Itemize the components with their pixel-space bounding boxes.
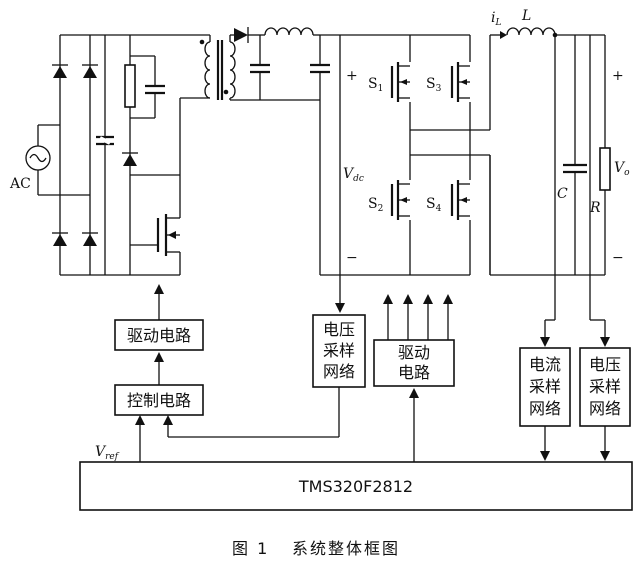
figure-caption: 图 1 系统整体框图 [232, 539, 400, 558]
output-lcr: iL L C R + Vo − [489, 8, 630, 320]
svg-text:驱动: 驱动 [398, 343, 430, 362]
snubber-and-switch [122, 55, 181, 275]
ac-label: AC [9, 176, 31, 192]
svg-text:控制电路: 控制电路 [127, 391, 191, 410]
drive-circuit-mid-block: 驱动 电路 [373, 339, 455, 387]
switch-s2: S2 [368, 180, 412, 220]
vref-label: Vref [95, 444, 120, 462]
vdc-label: Vdc [343, 166, 364, 184]
out-plus-label: + [612, 68, 624, 84]
dc-minus-label: − [346, 250, 358, 266]
ac-source-icon [25, 145, 51, 171]
arrow-up-icon [409, 388, 419, 398]
inductor-label: L [521, 8, 531, 24]
res-label: R [589, 200, 601, 216]
control-circuit-block: 控制电路 [114, 384, 204, 416]
arrow-down-icon [335, 303, 345, 313]
arrow-up-icon [154, 352, 164, 362]
arrow-down-icon [540, 451, 550, 461]
s4-label: S4 [426, 196, 442, 214]
switch-s3: S3 [426, 62, 472, 102]
output-filter [230, 27, 330, 101]
arrow-up-icon [135, 415, 145, 425]
dc-plus-label: + [346, 68, 358, 84]
vo-label: Vo [614, 160, 630, 178]
load-resistor [599, 147, 611, 191]
transformer [179, 35, 236, 175]
h-bridge: S1 S3 S2 [368, 35, 491, 275]
snubber-resistor [124, 64, 136, 108]
svg-text:驱动电路: 驱动电路 [127, 326, 191, 345]
drive-circuit-left-block: 驱动电路 [114, 319, 204, 351]
svg-text:电路: 电路 [398, 363, 430, 382]
dc-bus: + − Vdc [319, 34, 470, 303]
voltage-sampling-block-1: 电压 采样 网络 [312, 314, 366, 388]
switch-s1: S1 [368, 62, 412, 102]
arrow-down-icon [600, 451, 610, 461]
svg-text:采样: 采样 [529, 377, 561, 396]
dsp-block: TMS320F2812 [79, 461, 633, 511]
signal-lines: Vref [95, 284, 610, 462]
svg-text:采样: 采样 [589, 377, 621, 396]
switch-s4: S4 [426, 180, 472, 220]
svg-text:电压: 电压 [589, 355, 621, 374]
voltage-sampling-block-2: 电压 采样 网络 [579, 347, 631, 427]
figure-title: 系统整体框图 [292, 539, 400, 558]
s1-label: S1 [368, 76, 383, 94]
arrow-down-icon [540, 337, 550, 347]
svg-text:网络: 网络 [529, 399, 561, 418]
svg-text:网络: 网络 [323, 362, 355, 381]
svg-text:电压: 电压 [323, 320, 355, 339]
cap-label: C [557, 186, 568, 202]
arrow-up-icon [154, 284, 164, 294]
svg-text:网络: 网络 [589, 399, 621, 418]
svg-text:TMS320F2812: TMS320F2812 [298, 477, 413, 496]
figure-number: 图 1 [232, 539, 269, 558]
current-sampling-block: 电流 采样 网络 [519, 347, 571, 427]
s2-label: S2 [368, 196, 383, 214]
out-minus-label: − [612, 250, 624, 266]
svg-text:采样: 采样 [323, 341, 355, 360]
il-label: iL [491, 10, 501, 28]
arrow-up-icon [163, 415, 173, 425]
arrow-down-icon [600, 337, 610, 347]
svg-text:电流: 电流 [529, 355, 561, 374]
s3-label: S3 [426, 76, 442, 94]
